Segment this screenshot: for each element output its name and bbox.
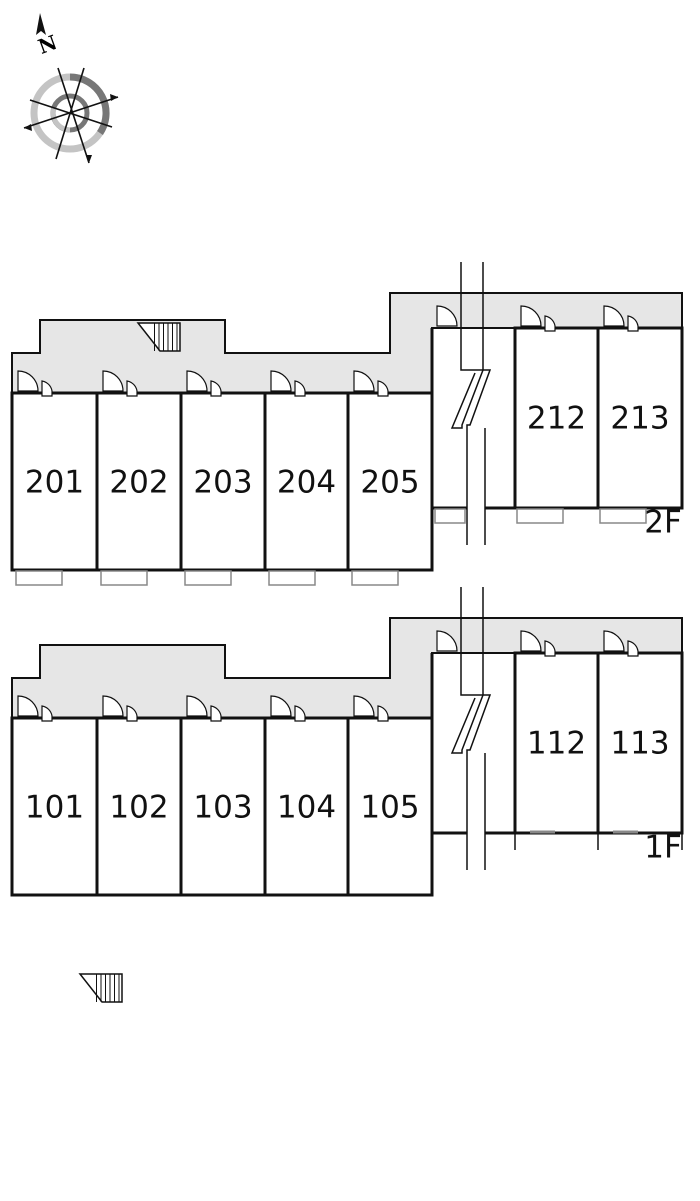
unit-105[interactable]: 105 bbox=[346, 695, 434, 1201]
door-icon bbox=[17, 695, 39, 717]
door-icon bbox=[377, 380, 389, 397]
unit-213[interactable]: 213 bbox=[596, 305, 684, 524]
balcony bbox=[184, 570, 232, 586]
unit-103[interactable]: 103 bbox=[179, 695, 267, 1201]
unit-101[interactable]: 101 bbox=[10, 695, 99, 1201]
floor-1f: 101 102 103 104 105 112 113 1F bbox=[10, 585, 684, 1201]
door-icon bbox=[520, 630, 542, 652]
unit-label: 102 bbox=[109, 790, 168, 826]
door-icon bbox=[186, 695, 208, 717]
unit-label: 203 bbox=[193, 465, 252, 501]
unit-label: 201 bbox=[25, 465, 84, 501]
north-arrow-icon bbox=[36, 13, 46, 35]
unit-113[interactable]: 113 bbox=[596, 630, 684, 850]
balcony bbox=[516, 508, 564, 524]
door-icon bbox=[294, 380, 306, 397]
door-icon bbox=[102, 695, 124, 717]
unit-104[interactable]: 104 bbox=[263, 695, 350, 1201]
unit-112[interactable]: 112 bbox=[513, 630, 600, 850]
stairs-icon bbox=[136, 322, 181, 352]
door-icon bbox=[436, 630, 458, 652]
unit-label: 213 bbox=[610, 401, 669, 437]
unit-label: 113 bbox=[610, 726, 669, 762]
door-icon bbox=[544, 640, 556, 657]
floor-2f: 201 202 203 204 205 212 213 2F bbox=[10, 260, 684, 586]
door-icon bbox=[186, 370, 208, 392]
door-icon bbox=[436, 305, 458, 327]
unit-205[interactable]: 205 bbox=[346, 370, 434, 586]
door-icon bbox=[270, 370, 292, 392]
unit-label: 104 bbox=[277, 790, 336, 826]
unit-label: 205 bbox=[360, 465, 419, 501]
unit-label: 105 bbox=[360, 790, 419, 826]
north-label: N bbox=[35, 30, 60, 59]
stairs-icon bbox=[78, 973, 123, 1003]
unit-label: 101 bbox=[25, 790, 84, 826]
unit-212[interactable]: 212 bbox=[513, 305, 600, 524]
door-icon bbox=[353, 370, 375, 392]
door-icon bbox=[377, 705, 389, 722]
door-icon bbox=[603, 630, 625, 652]
unit-204[interactable]: 204 bbox=[263, 370, 350, 586]
unit-203[interactable]: 203 bbox=[179, 370, 267, 586]
floor-label: 2F bbox=[644, 505, 682, 541]
door-icon bbox=[353, 695, 375, 717]
unit-102[interactable]: 102 bbox=[95, 695, 183, 1201]
floor-label: 1F bbox=[644, 830, 682, 866]
unit-label: 212 bbox=[527, 401, 586, 437]
compass-rose: N bbox=[23, 13, 119, 164]
door-icon bbox=[294, 705, 306, 722]
door-icon bbox=[210, 380, 222, 397]
door-icon bbox=[17, 370, 39, 392]
door-icon bbox=[627, 315, 639, 332]
unit-202[interactable]: 202 bbox=[95, 370, 183, 586]
unit-label: 103 bbox=[193, 790, 252, 826]
door-icon bbox=[520, 305, 542, 327]
door-icon bbox=[603, 305, 625, 327]
balcony bbox=[100, 570, 148, 586]
balcony bbox=[351, 570, 399, 586]
door-icon bbox=[126, 705, 138, 722]
door-icon bbox=[126, 380, 138, 397]
unit-label: 112 bbox=[527, 726, 586, 762]
door-icon bbox=[270, 695, 292, 717]
balcony bbox=[15, 570, 63, 586]
unit-label: 204 bbox=[277, 465, 336, 501]
door-icon bbox=[41, 705, 53, 722]
door-icon bbox=[41, 380, 53, 397]
door-icon bbox=[627, 640, 639, 657]
door-icon bbox=[102, 370, 124, 392]
door-icon bbox=[210, 705, 222, 722]
unit-201[interactable]: 201 bbox=[10, 370, 99, 586]
balcony bbox=[599, 508, 647, 524]
door-icon bbox=[544, 315, 556, 332]
unit-label: 202 bbox=[109, 465, 168, 501]
balcony bbox=[268, 570, 316, 586]
